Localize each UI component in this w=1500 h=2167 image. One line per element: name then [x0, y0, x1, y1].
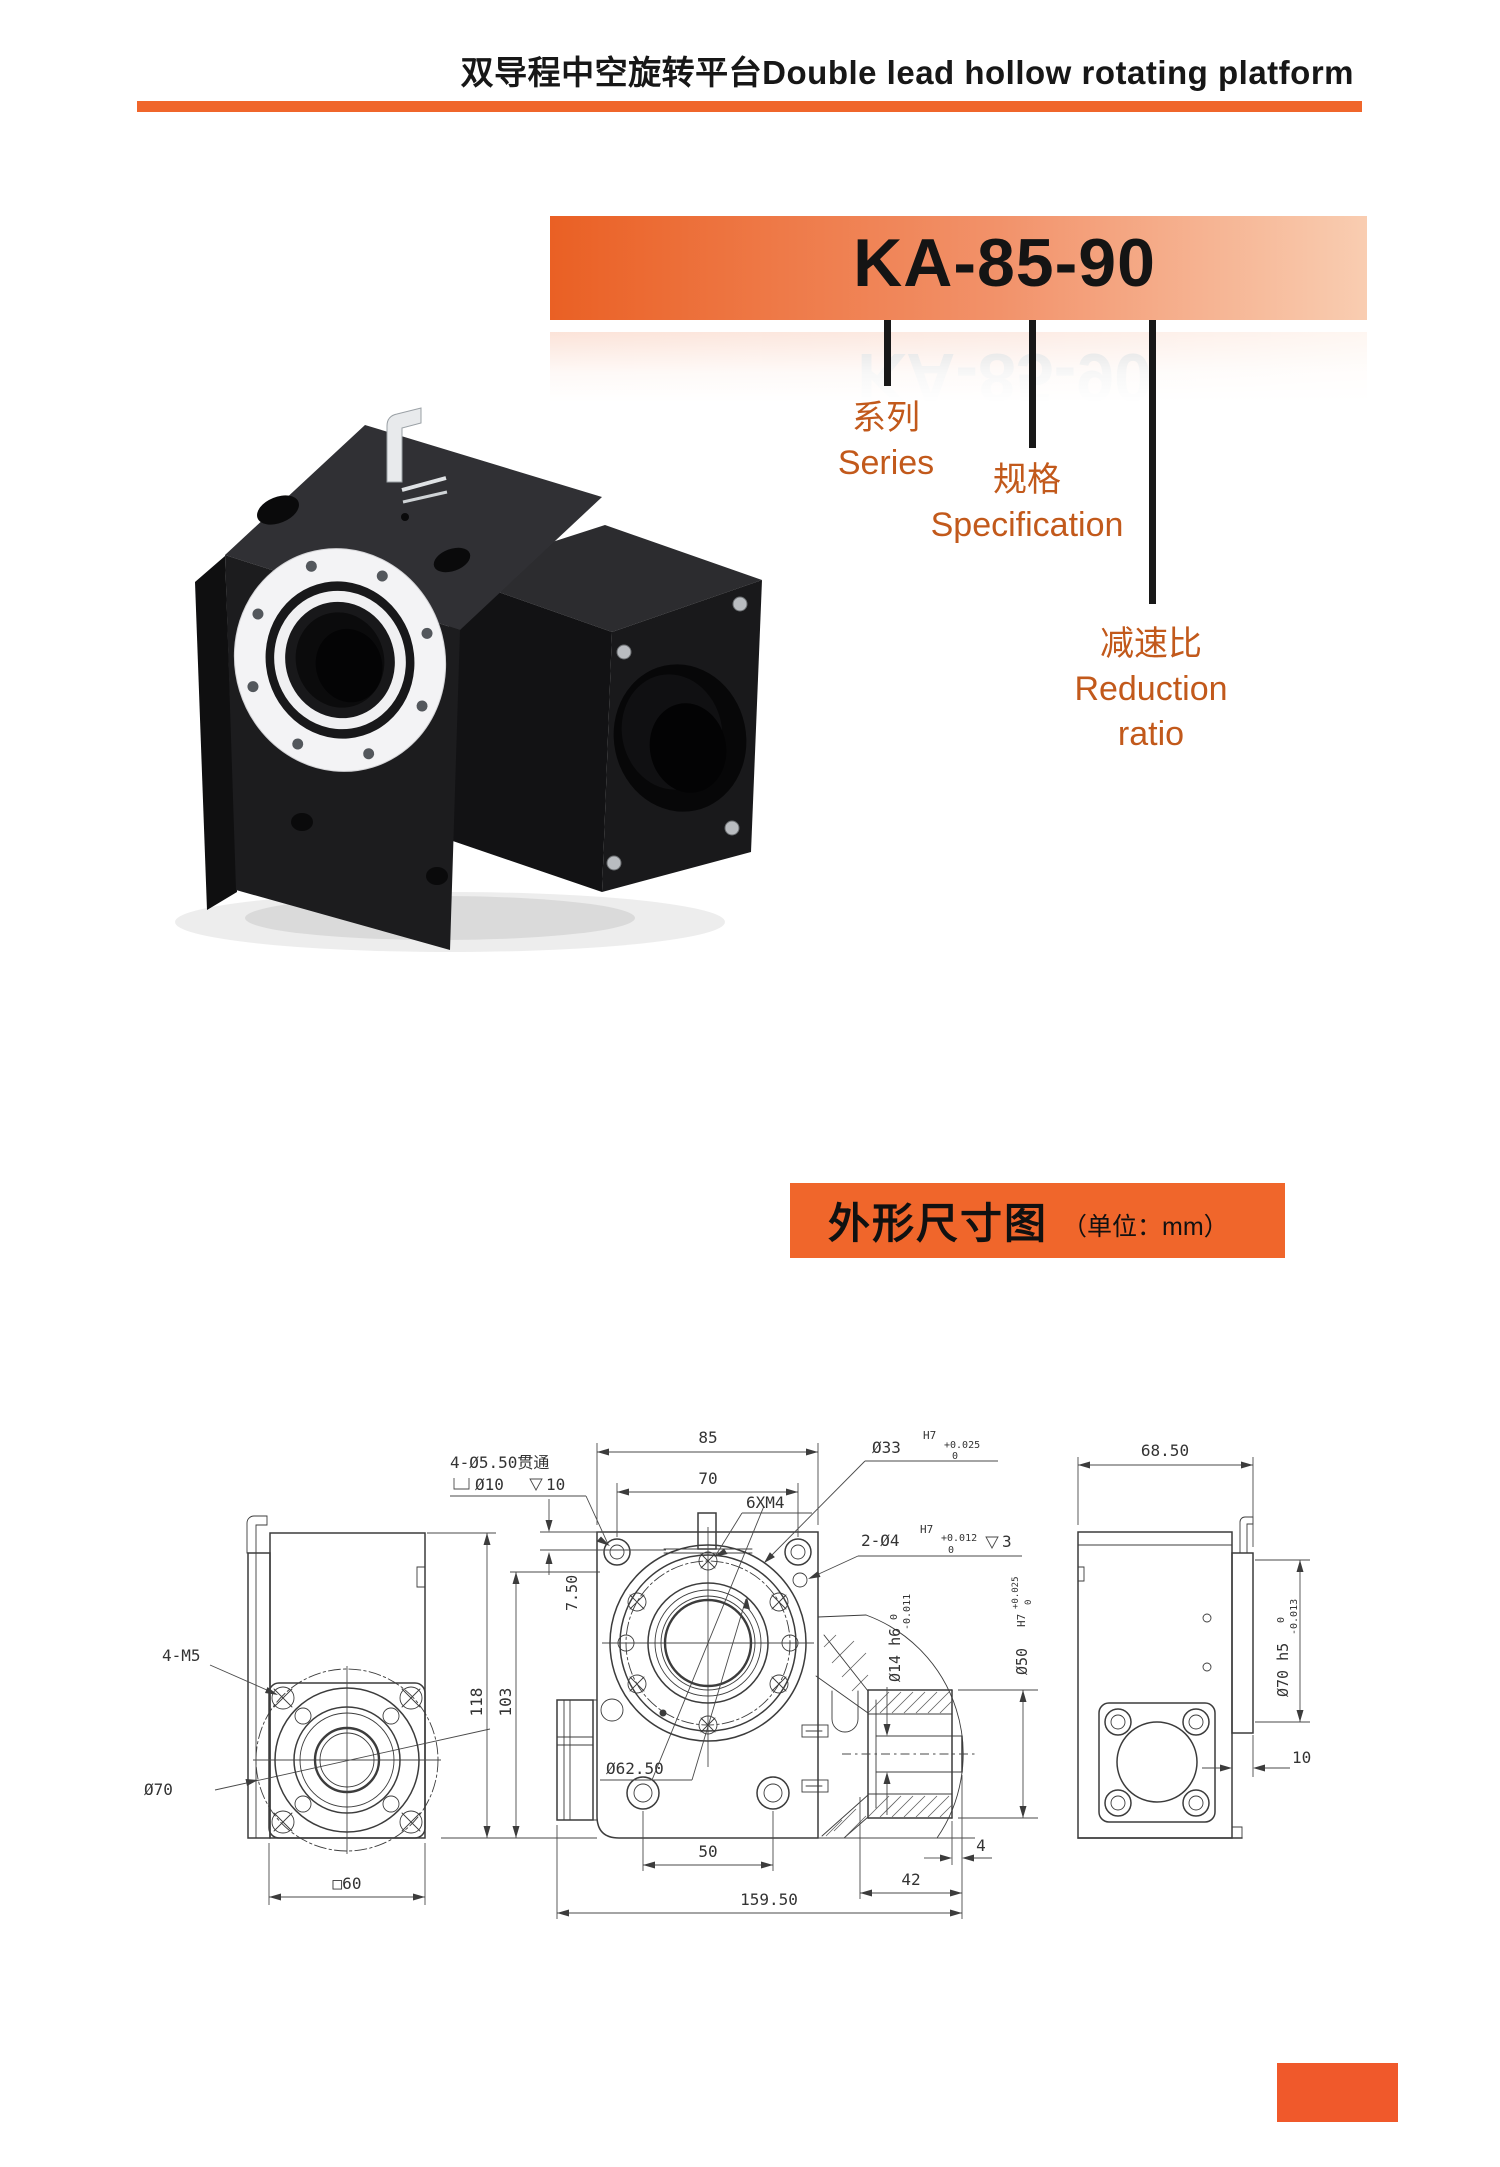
- label-2dia4-tol-lo: 0: [948, 1545, 954, 1556]
- section-view: Ø14 h6 0 -0.011 Ø50 H7 +0.025 0: [801, 1576, 1038, 1839]
- callout-reduction-zh: 减速比: [1100, 625, 1202, 663]
- callout-line-series: [884, 320, 891, 386]
- label-103: 103: [496, 1688, 515, 1717]
- label-dia70h5: Ø70 h5: [1274, 1643, 1292, 1697]
- label-counterbore-1: 4-Ø5.50贯通: [450, 1453, 549, 1472]
- label-dia70h5-tol-hi: 0: [1276, 1617, 1287, 1623]
- label-dia70: Ø70: [144, 1780, 173, 1799]
- label-dia14: Ø14 h6: [886, 1628, 904, 1682]
- callout-series-en: Series: [837, 443, 935, 482]
- product-flange: [233, 548, 447, 772]
- hatch-top: [867, 1691, 953, 1714]
- callout-series-zh: 系列: [852, 399, 920, 437]
- callout-specification-en: Specification: [930, 505, 1124, 544]
- label-dia14-tol-lo: -0.011: [902, 1594, 913, 1630]
- callout-reduction-en2: ratio: [1117, 714, 1185, 753]
- front-view: 85 70 4-Ø5.50贯通 Ø10 10 6XM4: [450, 1428, 1022, 1839]
- label-4m5: 4-M5: [162, 1646, 201, 1665]
- depth-symbol-2: [985, 1536, 999, 1549]
- header-accent-rule: [137, 101, 1362, 112]
- bottom-dims: 50 4 42 159.50: [478, 1775, 992, 1919]
- label-dia62-50: Ø62.50: [606, 1759, 664, 1778]
- label-dia33-fit: H7: [923, 1429, 936, 1442]
- header-title-zh: 双导程中空旋转平台: [460, 54, 763, 91]
- height-dims: 118 103: [427, 1532, 600, 1839]
- label-2dia4-fit: H7: [920, 1523, 933, 1536]
- product-photo: [175, 407, 762, 952]
- section-title: 外形尺寸图: [828, 1200, 1049, 1247]
- dimension-drawing: 4-M5 Ø70 □60 118 103: [144, 1428, 1311, 1919]
- model-banner-reflection: KA-85-90: [550, 332, 1367, 406]
- counterbore-symbol: [453, 1478, 470, 1490]
- label-4: 4: [976, 1836, 986, 1855]
- label-70: 70: [698, 1469, 717, 1488]
- header-title-en: Double lead hollow rotating platform: [762, 54, 1354, 91]
- label-2dia4-depth: 3: [1002, 1532, 1012, 1551]
- label-7-50: 7.50: [563, 1575, 581, 1611]
- callout-line-specification: [1029, 320, 1036, 448]
- m4-holes: [627, 1551, 789, 1735]
- depth-symbol: [529, 1478, 543, 1491]
- product-clip: [386, 407, 448, 504]
- label-dia50: Ø50: [1013, 1648, 1031, 1675]
- label-dia33-tol-lo: 0: [952, 1451, 958, 1462]
- label-6xm4: 6XM4: [746, 1493, 785, 1512]
- label-dia33-tol-hi: +0.025: [944, 1440, 980, 1451]
- label-10: 10: [1292, 1748, 1311, 1767]
- label-118: 118: [467, 1688, 486, 1717]
- model-code: KA-85-90: [853, 225, 1156, 301]
- m5-holes: [271, 1686, 423, 1834]
- callout-specification-zh: 规格: [993, 461, 1061, 499]
- model-banner: KA-85-90: [550, 216, 1367, 320]
- label-2dia4-tol-hi: +0.012: [941, 1533, 977, 1544]
- callout-line-reduction-ratio: [1149, 320, 1156, 604]
- label-68-50: 68.50: [1141, 1441, 1189, 1460]
- flange-screws: [1104, 1708, 1210, 1817]
- label-50: 50: [698, 1842, 717, 1861]
- label-2dia4: 2-Ø4: [861, 1531, 900, 1550]
- label-counterbore-depth: 10: [546, 1475, 565, 1494]
- label-dia50-tol-lo: 0: [1024, 1600, 1034, 1605]
- section-unit: （单位：mm）: [1062, 1212, 1229, 1241]
- section-banner: 外形尺寸图 （单位：mm）: [790, 1183, 1285, 1258]
- callout-series: 系列 Series: [776, 396, 996, 486]
- right-view: 68.50 Ø70 h5 0 -0.013 10: [1077, 1441, 1311, 1839]
- page-header-title: 双导程中空旋转平台Double lead hollow rotating pla…: [461, 46, 1354, 94]
- hatch-bottom: [867, 1795, 953, 1818]
- label-sq60: □60: [333, 1874, 362, 1893]
- bottom-page-tab: [1277, 2063, 1398, 2122]
- label-dia70h5-tol-lo: -0.013: [1289, 1599, 1300, 1635]
- label-dia14-tol-hi: 0: [889, 1614, 900, 1620]
- label-42: 42: [901, 1870, 920, 1889]
- label-dia50-tol-hi: +0.025: [1011, 1576, 1021, 1609]
- left-view: 4-M5 Ø70 □60: [144, 1515, 491, 1905]
- callout-specification: 规格 Specification: [907, 458, 1147, 548]
- label-counterbore-dia: Ø10: [475, 1475, 504, 1494]
- callout-reduction-ratio: 减速比 Reduction ratio: [1031, 622, 1271, 757]
- label-159-50: 159.50: [740, 1890, 798, 1909]
- label-85: 85: [698, 1428, 717, 1447]
- hatch-wedges: [815, 1634, 869, 1839]
- callout-reduction-en: Reduction: [1074, 669, 1228, 708]
- reflection-fade: [550, 332, 1367, 406]
- label-dia50-fit: H7: [1015, 1614, 1028, 1627]
- label-dia33: Ø33: [872, 1438, 901, 1457]
